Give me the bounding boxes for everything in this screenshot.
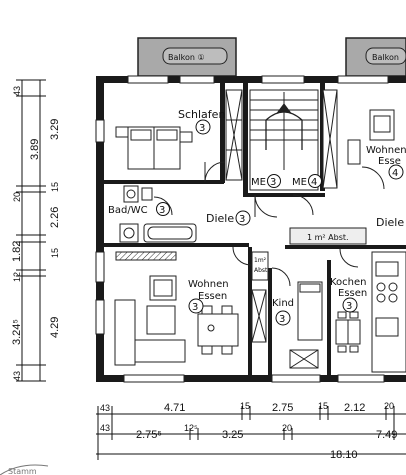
abstell-label: 1 m² Abst.: [307, 233, 349, 242]
room-diele-right-label: Diele: [376, 216, 404, 229]
me4-num: 4: [311, 177, 317, 188]
me3-num: 3: [270, 177, 276, 188]
hdim-row1-7: 20: [384, 401, 394, 411]
vdim-inner-2: 3.29: [49, 119, 61, 140]
hdim-row1-4: 2.75: [272, 402, 293, 414]
abstell-small-line1: 1m²: [254, 257, 267, 264]
room-kind-num: 3: [279, 314, 285, 325]
horizontal-dimensions: [96, 406, 406, 460]
balcony-left-label: Balkon ①: [168, 53, 205, 62]
vdim-outer-3: 12: [12, 272, 22, 282]
hdim-row2-4: 3.25: [222, 429, 243, 441]
room-kochen-num: 3: [346, 301, 352, 312]
storage-areas: [251, 227, 367, 281]
balcony-right: Balkon: [345, 37, 406, 77]
me4-label: ME: [292, 177, 307, 188]
doors: [153, 161, 385, 287]
hdim-total: 18.10: [330, 449, 358, 461]
room-kind-label: Kind: [272, 298, 294, 309]
room-diele-label: Diele: [206, 212, 234, 225]
closets: [225, 89, 338, 343]
hdim-row1-1: 43: [100, 403, 110, 413]
hdim-row1-2: 4.71: [164, 402, 185, 414]
hdim-row1-6: 2.12: [344, 402, 365, 414]
hdim-row2-6: 7.49: [376, 429, 397, 441]
vdim-inner-1: 3.89: [29, 139, 41, 160]
hdim-row1-3: 15: [240, 401, 250, 411]
vdim-inner-5: 15: [50, 248, 60, 258]
vdim-inner-3: 15: [50, 182, 60, 192]
room-kochen-label: Kochen: [330, 277, 367, 288]
room-diele-num: 3: [239, 214, 245, 225]
balcony-left: Balkon ①: [137, 37, 237, 77]
room-essen-label: Essen: [198, 291, 227, 302]
abstell-small-line2: Abst.: [254, 267, 269, 274]
bed: [115, 126, 193, 170]
vertical-dimensions: [16, 79, 46, 382]
vdim-outer-1: 43: [12, 86, 22, 96]
hdim-row2-3: 12⁵: [184, 423, 198, 433]
room-kochen-essen-label: Essen: [338, 288, 367, 299]
stamp: Stamm: [0, 464, 49, 475]
room-schlafen-num: 3: [199, 123, 205, 134]
hdim-row1-5: 15: [318, 401, 328, 411]
me3-label: ME: [251, 177, 266, 188]
vdim-outer-7: 43: [12, 371, 22, 381]
bathroom-fixtures: [119, 185, 197, 243]
right-living-furniture: [347, 109, 395, 165]
horizontal-dim-labels: 43 4.71 15 2.75 15 2.12 20 43 2.75⁵ 12⁵ …: [100, 401, 397, 461]
vdim-outer-4: 1.82: [11, 241, 23, 262]
hdim-row2-5: 20: [282, 423, 292, 433]
windows: [123, 75, 389, 383]
outer-walls: [95, 76, 406, 382]
stairwell: [249, 89, 319, 191]
room-labels: Schlafen 3 Bad/WC 3 Diele 3 Wohnen Essen…: [108, 108, 406, 326]
hdim-row2-2: 2.75⁵: [136, 429, 162, 441]
room-wohnen-num: 3: [192, 302, 198, 313]
room-wohnen-right-num: 4: [392, 168, 398, 179]
kind-furniture: [289, 281, 323, 369]
room-schlafen-label: Schlafen: [178, 108, 225, 121]
vdim-inner-6: 4.29: [49, 317, 61, 338]
stamp-text: Stamm: [8, 467, 37, 475]
vertical-dim-labels: 43 3.24⁵ 12 1.82 20 43 3.89 3.29 15 2.26…: [11, 86, 61, 381]
vdim-inner-4: 2.26: [49, 207, 61, 228]
room-bad-label: Bad/WC: [108, 205, 148, 216]
living-furniture: [114, 251, 239, 366]
room-essen-right-label: Esse: [378, 156, 401, 167]
kitchen-furniture: [335, 251, 406, 373]
room-wohnen-right-label: Wohnen: [366, 145, 406, 156]
vdim-outer-5: 20: [12, 192, 22, 202]
balcony-right-label: Balkon: [372, 53, 399, 62]
room-wohnen-label: Wohnen: [188, 279, 229, 290]
hdim-row2-1: 43: [100, 423, 110, 433]
vdim-outer-2: 3.24⁵: [11, 319, 23, 345]
room-bad-num: 3: [159, 205, 165, 216]
